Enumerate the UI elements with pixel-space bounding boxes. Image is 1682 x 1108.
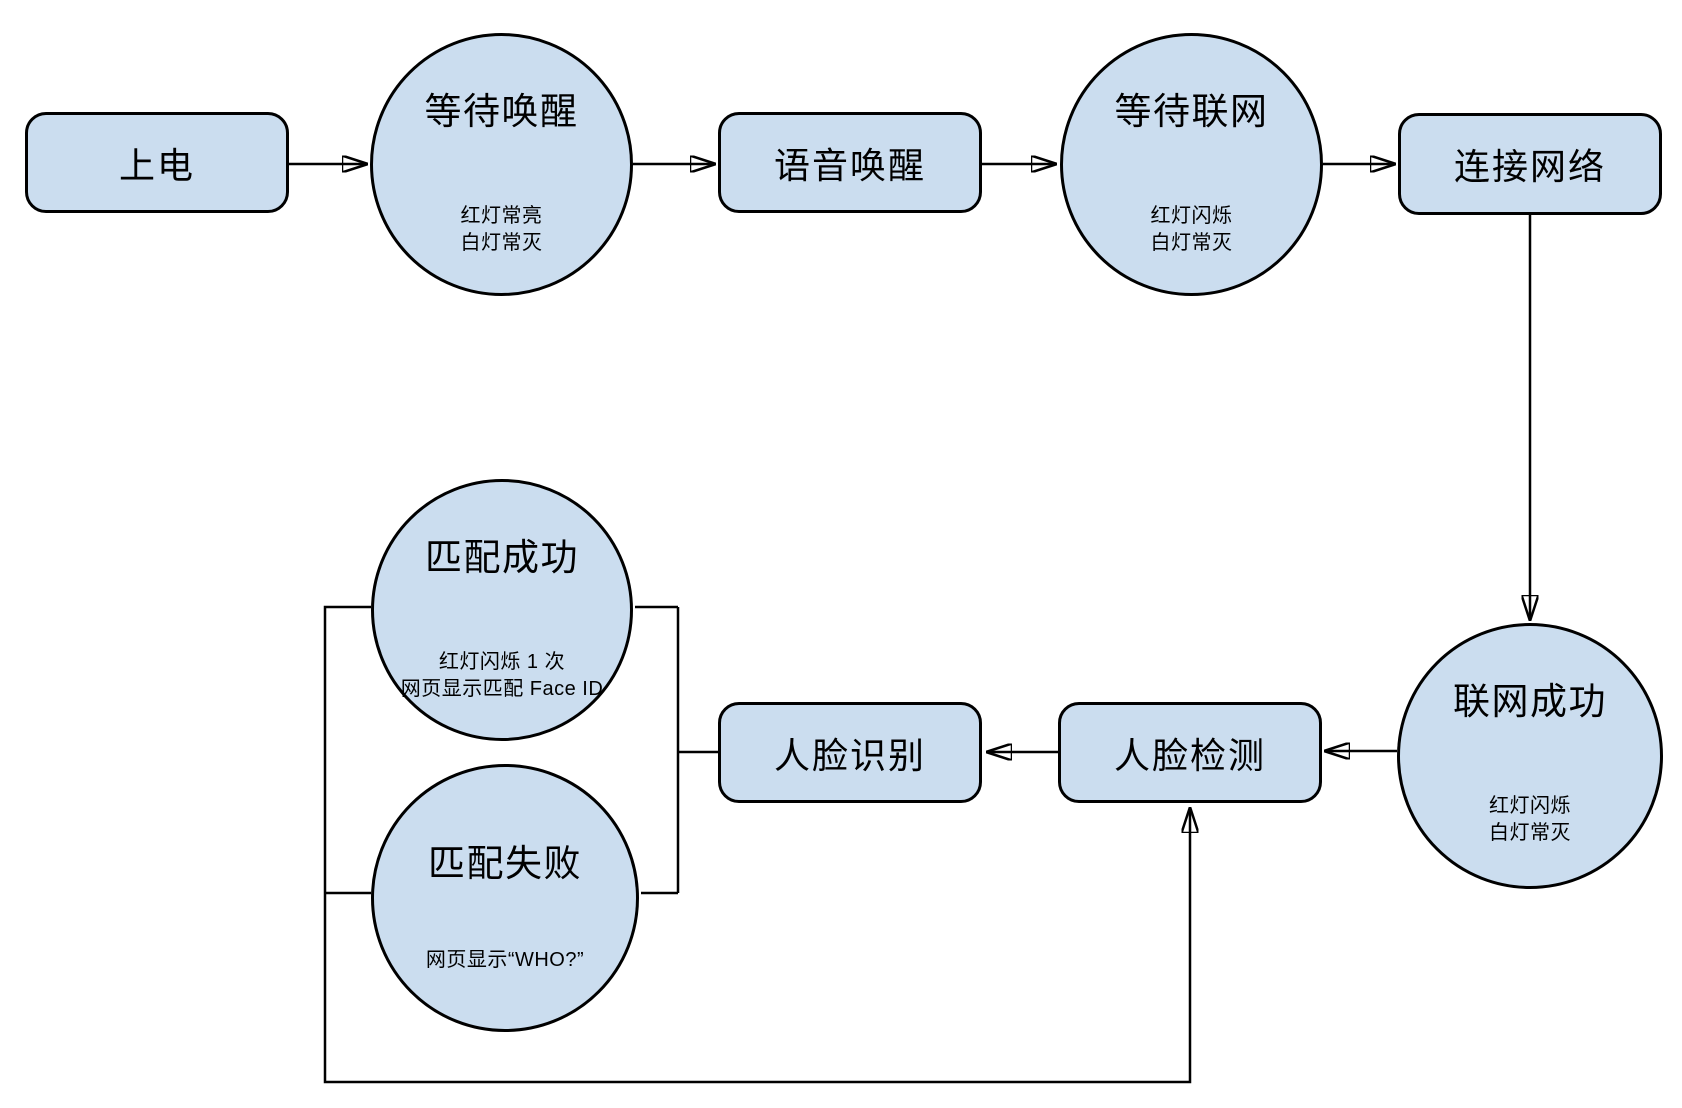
node-face-detect-label: 人脸检测 [1113, 734, 1266, 776]
node-face-recognize: 人脸识别 [718, 702, 982, 803]
node-match-success: 匹配成功 红灯闪烁 1 次 网页显示匹配 Face ID [371, 479, 633, 741]
node-network-success-title: 联网成功 [1453, 681, 1607, 722]
node-match-success-title: 匹配成功 [425, 537, 579, 578]
status-line: 网页显示“WHO?” [425, 949, 585, 971]
status-line: 网页显示匹配 Face ID [400, 678, 604, 700]
node-match-fail-status: 网页显示“WHO?” [374, 947, 636, 974]
node-wait-wake-status: 红灯常亮 白灯常灭 [373, 203, 630, 257]
edge-match-loop-to-facedetect-arrow [323, 605, 1190, 1084]
status-line: 红灯闪烁 1 次 [438, 651, 566, 673]
status-line: 白灯常灭 [1150, 232, 1233, 254]
node-connect-network: 连接网络 [1398, 113, 1662, 215]
node-power-on-label: 上电 [118, 144, 195, 186]
status-line: 红灯闪烁 [1489, 795, 1571, 817]
node-voice-wake-label: 语音唤醒 [773, 144, 926, 186]
node-connect-network-label: 连接网络 [1453, 146, 1606, 187]
node-match-success-status: 红灯闪烁 1 次 网页显示匹配 Face ID [374, 649, 630, 703]
node-wait-network-title: 等待联网 [1114, 91, 1269, 132]
node-voice-wake: 语音唤醒 [718, 112, 982, 213]
edge-facerecog-to-match-bracket [635, 605, 718, 895]
node-wait-wake: 等待唤醒 红灯常亮 白灯常灭 [370, 33, 633, 296]
status-line: 白灯常灭 [1489, 822, 1571, 844]
node-wait-network: 等待联网 红灯闪烁 白灯常灭 [1060, 33, 1323, 296]
node-network-success-status: 红灯闪烁 白灯常灭 [1400, 793, 1660, 847]
status-line: 红灯闪烁 [1150, 205, 1233, 227]
node-network-success: 联网成功 红灯闪烁 白灯常灭 [1397, 623, 1663, 889]
node-power-on: 上电 [25, 112, 289, 213]
node-match-fail-title: 匹配失败 [428, 843, 582, 884]
node-wait-wake-title: 等待唤醒 [424, 91, 579, 132]
status-line: 白灯常灭 [460, 232, 543, 254]
node-wait-network-status: 红灯闪烁 白灯常灭 [1063, 203, 1320, 257]
node-match-fail: 匹配失败 网页显示“WHO?” [371, 764, 639, 1032]
status-line: 红灯常亮 [460, 205, 543, 227]
node-face-detect: 人脸检测 [1058, 702, 1322, 803]
node-face-recognize-label: 人脸识别 [773, 734, 926, 776]
